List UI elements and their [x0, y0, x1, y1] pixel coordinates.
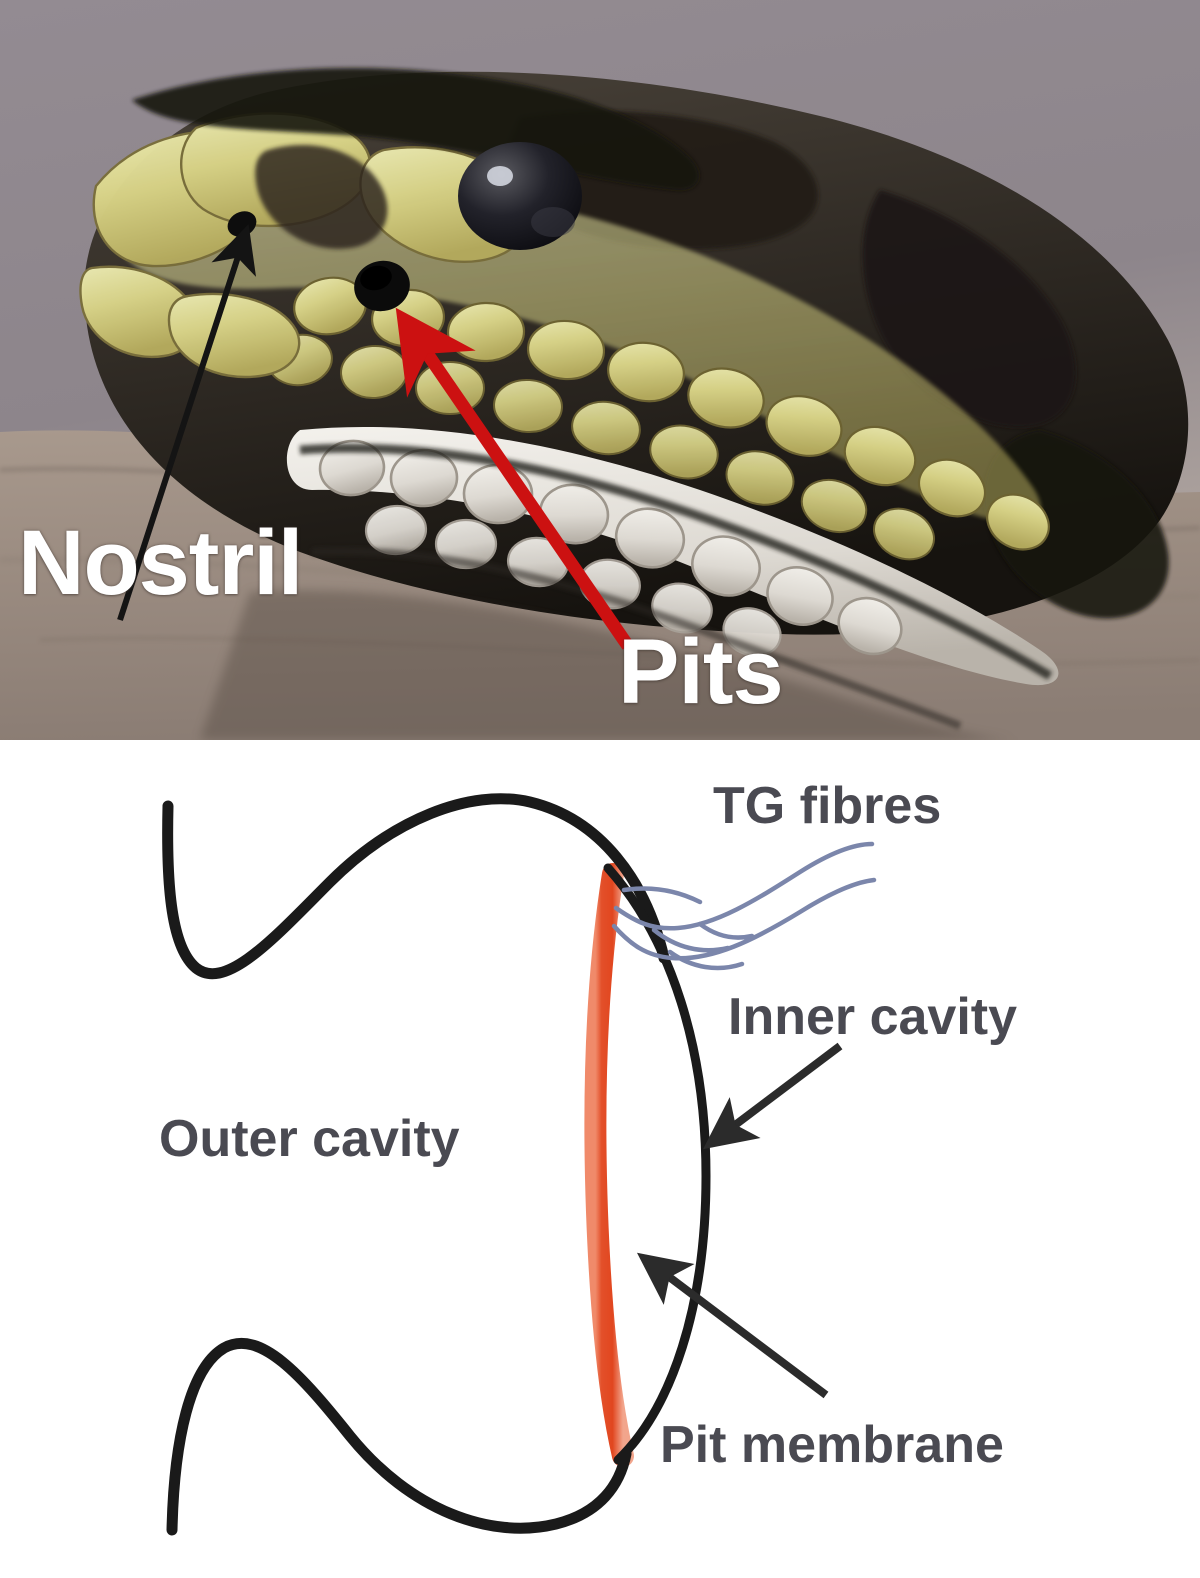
outer-cavity-label: Outer cavity — [159, 1110, 460, 1168]
pits-label: Pits — [618, 621, 784, 723]
pit-upper-wall — [162, 793, 670, 980]
inner-cavity-leader — [702, 1042, 843, 1150]
inner-cavity-label: Inner cavity — [728, 988, 1018, 1046]
nostril-label: Nostril — [18, 512, 303, 614]
pit-membrane-leader — [636, 1252, 829, 1399]
tg-fibres-label: TG fibres — [713, 777, 942, 835]
inner-cavity-wall — [603, 863, 711, 1465]
loreal-pit — [354, 260, 410, 312]
snake-belly-scales — [286, 426, 1059, 730]
snake-photo-artwork — [0, 0, 1200, 740]
pit-lower-wall — [166, 1337, 632, 1536]
pit-membrane-label: Pit membrane — [660, 1416, 1004, 1474]
pit-organ-diagram: TG fibres Inner cavity Outer cavity Pit … — [0, 740, 1200, 1578]
pits-arrow — [395, 307, 634, 650]
nostril-arrow — [117, 224, 257, 621]
pit-organ-artwork — [0, 740, 1200, 1578]
snake-eye — [458, 142, 582, 250]
snake-head-photo: Nostril Pits — [0, 0, 1200, 740]
pit-membrane-band — [584, 863, 634, 1467]
tg-fibres-drawing — [611, 841, 877, 971]
snake-shadow — [200, 590, 1020, 740]
